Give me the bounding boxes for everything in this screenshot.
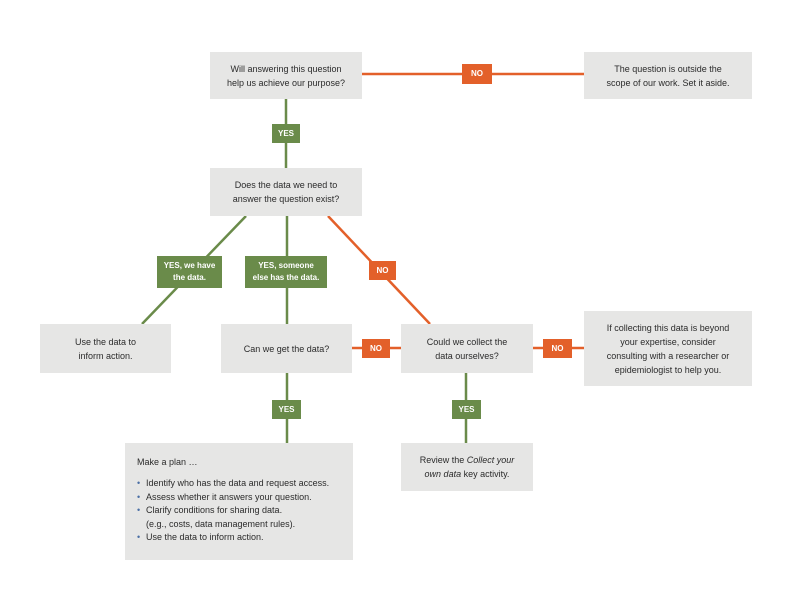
plan-item-4: Use the data to inform action. <box>137 531 341 545</box>
box-collect: Could we collect the data ourselves? <box>401 324 533 373</box>
tag-yes-purpose-text: YES <box>277 128 294 138</box>
consult-line-3: consulting with a researcher or <box>606 350 730 361</box>
plan-item-1: Identify who has the data and request ac… <box>137 477 341 491</box>
collect-line-1: Could we collect the <box>426 336 508 347</box>
tag-no-consult-text: NO <box>551 343 564 353</box>
box-outside-scope: The question is outside the scope of our … <box>584 52 752 99</box>
tag-yes-review: YES <box>452 400 481 419</box>
tag-no-get-data: NO <box>362 339 390 358</box>
tag-yes-plan: YES <box>272 400 301 419</box>
tag-no-collect: NO <box>369 261 396 280</box>
get-data-text: Can we get the data? <box>243 343 330 354</box>
tag-yes-have-line-2: the data. <box>173 273 206 282</box>
tag-yes-someone-else: YES, someone else has the data. <box>245 256 327 288</box>
review-italic-1: Collect your <box>466 455 515 465</box>
review-prefix: Review the <box>419 455 467 465</box>
box-get-data: Can we get the data? <box>221 324 352 373</box>
tag-yes-else-line-2: else has the data. <box>252 273 320 282</box>
box-consult: If collecting this data is beyond your e… <box>584 311 752 386</box>
tag-no-scope-text: NO <box>471 69 483 78</box>
outside-scope-line-2: scope of our work. Set it aside. <box>606 77 730 88</box>
plan-item-4-text: Use the data to inform action. <box>146 532 264 542</box>
review-suffix: key activity. <box>461 469 510 479</box>
tag-no-collect-text: NO <box>376 265 389 275</box>
data-exist-line-1: Does the data we need to <box>234 180 338 190</box>
plan-item-3-text: Clarify conditions for sharing data. <box>146 505 283 515</box>
plan-item-3: Clarify conditions for sharing data. (e.g… <box>137 504 341 531</box>
consult-line-4: epidemiologist to help you. <box>614 364 722 375</box>
tag-no-scope: NO <box>462 64 492 84</box>
outside-scope-line-1: The question is outside the <box>614 63 722 74</box>
box-data-exist: Does the data we need to answer the quest… <box>210 168 362 216</box>
data-exist-line-2: answer the question exist? <box>232 194 340 204</box>
plan-item-3-line-2: (e.g., costs, data management rules). <box>146 518 296 529</box>
plan-title: Make a plan … <box>137 457 198 467</box>
tag-yes-have-data: YES, we have the data. <box>157 256 222 288</box>
plan-item-2-text: Assess whether it answers your question. <box>146 491 312 502</box>
purpose-line-2: help us achieve our purpose? <box>226 77 346 88</box>
tag-no-get-data-text: NO <box>370 343 382 353</box>
purpose-line-1: Will answering this question <box>230 63 342 74</box>
tag-no-consult: NO <box>543 339 572 358</box>
box-review: Review the Collect your own data key act… <box>401 443 533 491</box>
tag-yes-review-text: YES <box>458 404 475 414</box>
tag-yes-else-line-1: YES, someone <box>258 261 314 270</box>
use-data-line-1: Use the data to <box>74 336 137 347</box>
plan-item-2: Assess whether it answers your question. <box>137 491 341 505</box>
consult-line-1: If collecting this data is beyond <box>606 322 730 333</box>
consult-line-2: your expertise, consider <box>620 336 716 347</box>
tag-yes-have-line-1: YES, we have <box>163 261 216 270</box>
tag-yes-plan-text: YES <box>278 404 295 414</box>
box-purpose-question: Will answering this question help us achi… <box>210 52 362 99</box>
plan-item-1-text: Identify who has the data and request ac… <box>146 478 330 488</box>
collect-line-2: data ourselves? <box>435 350 499 361</box>
box-make-plan: Make a plan … Identify who has the data … <box>125 443 353 560</box>
box-use-data: Use the data to inform action. <box>40 324 171 373</box>
use-data-line-2: inform action. <box>78 350 133 361</box>
plan-list: Identify who has the data and request ac… <box>137 477 341 545</box>
review-italic-2: own data <box>424 469 462 479</box>
tag-yes-purpose: YES <box>272 124 300 143</box>
